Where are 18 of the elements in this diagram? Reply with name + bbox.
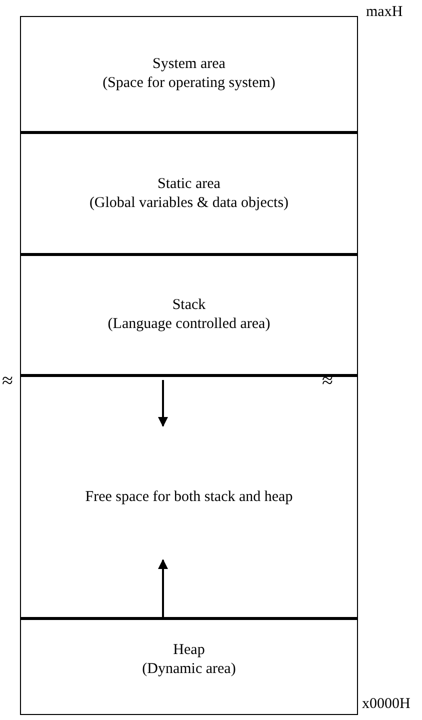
memory-segment [20,16,358,134]
memory-segment [20,620,358,715]
segment-description: (Language controlled area) [108,315,270,334]
segment-title: Static area [158,174,220,194]
segment-title: Stack [172,296,206,315]
segment-description: (Space for operating system) [102,74,276,93]
break-mark: ≈ [322,370,333,393]
segment-title: System area [152,55,226,74]
segment-title: Heap [173,641,205,660]
break-mark: ≈ [2,370,13,393]
memory-segment [20,256,358,377]
address-label: x0000H [362,696,410,713]
segment-description: (Dynamic area) [142,660,236,679]
memory-segment [20,377,358,620]
segment-title: Free space for both stack and heap [85,488,293,506]
memory-segment [20,134,358,256]
segment-description: (Global variables & data objects) [89,194,289,212]
address-label: maxH [366,4,403,21]
